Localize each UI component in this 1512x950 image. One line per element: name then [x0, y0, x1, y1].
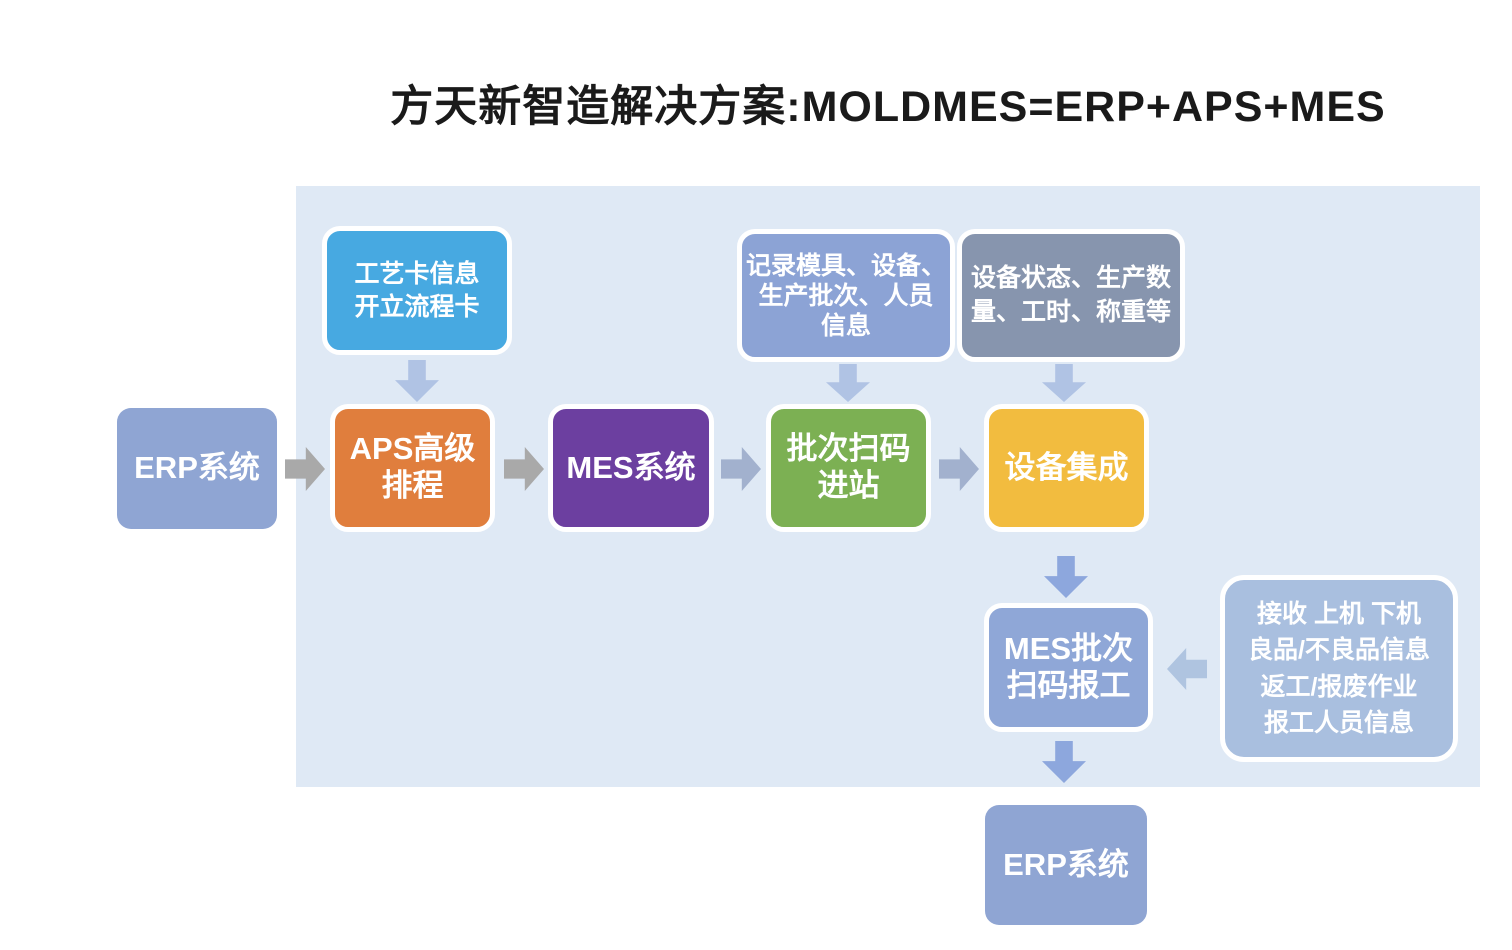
box-label-line: 信息 — [820, 311, 871, 340]
box-device-status: 设备状态、生产数 量、工时、称重等 — [957, 229, 1185, 362]
box-label-line: 返工/报废作业 — [1260, 672, 1418, 701]
box-mes-report: MES批次 扫码报工 — [984, 603, 1153, 732]
box-batch-scan: 批次扫码 进站 — [766, 404, 931, 532]
box-label-line: MES系统 — [566, 449, 696, 485]
box-aps: APS高级 排程 — [330, 404, 495, 532]
box-mes: MES系统 — [548, 404, 714, 532]
box-erp-target: ERP系统 — [985, 805, 1147, 925]
box-label-line: 报工人员信息 — [1263, 708, 1414, 737]
box-label-line: 记录模具、设备、 — [745, 251, 946, 280]
box-label-line: 工艺卡信息 — [354, 260, 480, 288]
box-label-line: 接收 上机 下机 — [1257, 600, 1421, 628]
box-label-line: 扫码报工 — [1006, 667, 1131, 703]
box-label-line: 设备状态、生产数 — [970, 263, 1171, 292]
box-label-line: 进站 — [817, 468, 880, 503]
box-process-card: 工艺卡信息 开立流程卡 — [322, 226, 512, 355]
page-title: 方天新智造解决方案:MOLDMES=ERP+APS+MES — [390, 83, 1386, 131]
box-record-info: 记录模具、设备、 生产批次、人员 信息 — [737, 229, 955, 362]
box-label-line: 量、工时、称重等 — [970, 297, 1171, 326]
box-label-line: 开立流程卡 — [354, 292, 480, 321]
box-label-line: 批次扫码 — [786, 431, 911, 467]
box-erp-source: ERP系统 — [117, 408, 277, 529]
box-label-line: 生产批次、人员 — [758, 281, 934, 310]
box-label-line: MES批次 — [1003, 630, 1134, 666]
box-label-line: 设备集成 — [1004, 449, 1129, 485]
box-label-line: APS高级 — [349, 431, 476, 467]
box-label-line: 排程 — [381, 468, 444, 503]
box-label-line: 良品/不良品信息 — [1248, 636, 1430, 665]
box-device-integration: 设备集成 — [984, 404, 1149, 532]
box-label-line: ERP系统 — [1003, 846, 1129, 882]
box-label-line: ERP系统 — [134, 450, 260, 486]
box-receive-info: 接收 上机 下机 良品/不良品信息 返工/报废作业 报工人员信息 — [1220, 575, 1458, 762]
